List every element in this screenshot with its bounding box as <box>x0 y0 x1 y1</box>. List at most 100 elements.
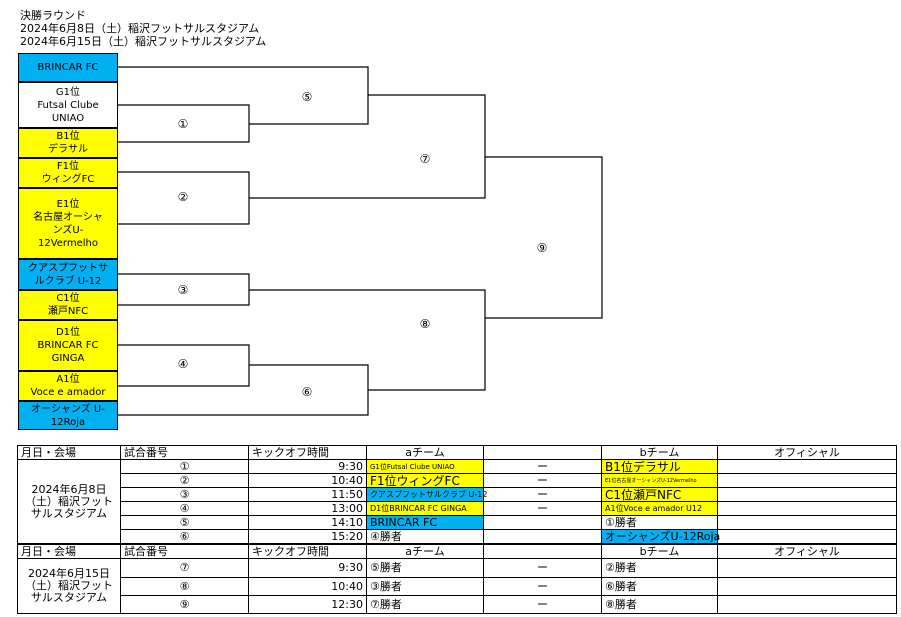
a-team-cell: BRINCAR FC <box>366 515 484 530</box>
header-cell: 試合番号 <box>120 544 249 559</box>
match-num-cell: ⑦ <box>120 558 249 578</box>
dash-cell: ー <box>483 558 602 578</box>
a-team-cell: G1位Futsal Clube UNIAO <box>366 459 484 474</box>
header-cell: 月日・会場 <box>17 544 121 559</box>
team-box: F1位 ウィングFC <box>18 158 118 188</box>
dash-cell: ー <box>483 501 602 516</box>
header-cell: aチーム <box>366 544 484 559</box>
match-number: ⑧ <box>419 317 431 331</box>
venue-cell: 2024年6月15日（土）稲沢フットサルスタジアム <box>17 558 121 614</box>
header-cell: aチーム <box>366 445 484 460</box>
match-number: ⑨ <box>536 241 548 255</box>
a-team-cell: クアスプフットサルクラブ U-12 <box>366 487 487 502</box>
table-row: ④ 13:00 D1位BRINCAR FC GINGA ー A1位Voce e … <box>18 501 897 516</box>
match-num-cell: ⑨ <box>120 595 249 614</box>
official-cell <box>717 473 897 488</box>
dash-cell: ー <box>483 577 602 596</box>
official-cell <box>717 459 897 474</box>
official-cell <box>717 577 897 596</box>
header-cell <box>483 544 602 559</box>
a-team-cell: ⑤勝者 <box>366 558 484 578</box>
team-box: クアスプフットサ ルクラブ U-12 <box>18 259 118 290</box>
b-team-cell: ⑥勝者 <box>601 577 718 596</box>
b-team-cell: オーシャンズU-12Roja <box>601 529 720 544</box>
a-team-cell: D1位BRINCAR FC GINGA <box>366 501 484 516</box>
official-cell <box>717 487 897 502</box>
official-cell <box>717 558 897 578</box>
header-cell: オフィシャル <box>717 544 897 559</box>
time-cell: 11:50 <box>248 487 367 502</box>
b-team-cell: C1位瀬戸NFC <box>601 487 718 502</box>
bracket-lines <box>118 66 603 416</box>
match-number: ⑤ <box>301 90 313 104</box>
schedule-table-day2: 月日・会場 試合番号 キックオフ時間 aチーム bチーム オフィシャル 2024… <box>17 544 897 614</box>
table-row: ⑥ 15:20 ④勝者 オーシャンズU-12Roja <box>18 529 897 544</box>
team-box: C1位 瀬戸NFC <box>18 290 118 320</box>
team-box: B1位 デラサル <box>18 128 118 158</box>
b-team-cell: ②勝者 <box>601 558 718 578</box>
header-cell: オフィシャル <box>717 445 897 460</box>
team-box: D1位 BRINCAR FC GINGA <box>18 320 118 371</box>
b-team-cell: E1位名古屋オーシャンズU-12Vermelho <box>601 473 718 488</box>
a-team-cell: ⑦勝者 <box>366 595 484 614</box>
time-cell: 13:00 <box>248 501 367 516</box>
table-row: ② 10:40 F1位ウィングFC ー E1位名古屋オーシャンズU-12Verm… <box>18 473 897 488</box>
dash-cell: ー <box>483 473 602 488</box>
dash-cell: ー <box>483 459 602 474</box>
official-cell <box>717 515 897 530</box>
match-number: ⑥ <box>301 385 313 399</box>
date-line-1: 2024年6月8日（土）稲沢フットサルスタジアム <box>20 22 260 35</box>
header-cell: 月日・会場 <box>17 445 121 460</box>
dash-cell <box>483 515 602 530</box>
time-cell: 10:40 <box>248 577 367 596</box>
time-cell: 12:30 <box>248 595 367 614</box>
dash-cell: ー <box>483 487 602 502</box>
table-row: 2024年6月15日（土）稲沢フットサルスタジアム ⑦ 9:30 ⑤勝者 ー ②… <box>17 558 897 614</box>
time-cell: 9:30 <box>248 558 367 578</box>
official-cell <box>717 595 897 614</box>
dash-cell: ー <box>483 595 602 614</box>
header-cell: bチーム <box>601 544 718 559</box>
match-num-cell: ⑧ <box>120 577 249 596</box>
a-team-cell: ③勝者 <box>366 577 484 596</box>
official-cell <box>717 529 897 544</box>
header-cell: キックオフ時間 <box>248 445 367 460</box>
match-num-cell: ① <box>120 459 249 474</box>
match-number: ④ <box>177 357 189 371</box>
match-num-cell: ⑤ <box>120 515 249 530</box>
official-cell <box>717 501 897 516</box>
schedule-table-day1: 月日・会場 試合番号 キックオフ時間 aチーム bチーム オフィシャル 2024… <box>17 445 897 544</box>
header-cell: 試合番号 <box>120 445 249 460</box>
table-header-row: 月日・会場 試合番号 キックオフ時間 aチーム bチーム オフィシャル <box>17 445 897 460</box>
match-num-cell: ⑥ <box>120 529 249 544</box>
team-box: BRINCAR FC <box>18 53 118 82</box>
header-cell: キックオフ時間 <box>248 544 367 559</box>
match-num-cell: ④ <box>120 501 249 516</box>
time-cell: 15:20 <box>248 529 367 544</box>
b-team-cell: ⑧勝者 <box>601 595 718 614</box>
team-box: E1位 名古屋オーシャ ンズU- 12Vermelho <box>18 188 118 259</box>
b-team-cell: B1位デラサル <box>601 459 718 474</box>
b-team-cell: A1位Voce e amador U12 <box>601 501 718 516</box>
header-cell: bチーム <box>601 445 718 460</box>
a-team-cell: F1位ウィングFC <box>366 473 484 488</box>
match-number: ⑦ <box>419 152 431 166</box>
a-team-cell: ④勝者 <box>366 529 484 544</box>
team-box: オーシャンズ U- 12Roja <box>18 401 118 430</box>
match-number: ② <box>177 190 189 204</box>
header-cell <box>483 445 602 460</box>
time-cell: 9:30 <box>248 459 367 474</box>
match-num-cell: ② <box>120 473 249 488</box>
match-number: ① <box>177 117 189 131</box>
table-row: ⑤ 14:10 BRINCAR FC ①勝者 <box>18 515 897 530</box>
date-line-2: 2024年6月15日（土）稲沢フットサルスタジアム <box>20 35 267 48</box>
b-team-cell: ①勝者 <box>601 515 718 530</box>
table-header-row: 月日・会場 試合番号 キックオフ時間 aチーム bチーム オフィシャル <box>17 544 897 559</box>
time-cell: 14:10 <box>248 515 367 530</box>
table-row: ⑨ 12:30 ⑦勝者 ー ⑧勝者 <box>18 595 897 614</box>
table-row: ③ 11:50 クアスプフットサルクラブ U-12 ー C1位瀬戸NFC <box>18 487 897 502</box>
dash-cell <box>483 529 602 544</box>
team-box: G1位 Futsal Clube UNIAO <box>18 82 118 128</box>
page-title: 決勝ラウンド <box>20 9 86 22</box>
table-row: ⑧ 10:40 ③勝者 ー ⑥勝者 <box>18 577 897 596</box>
